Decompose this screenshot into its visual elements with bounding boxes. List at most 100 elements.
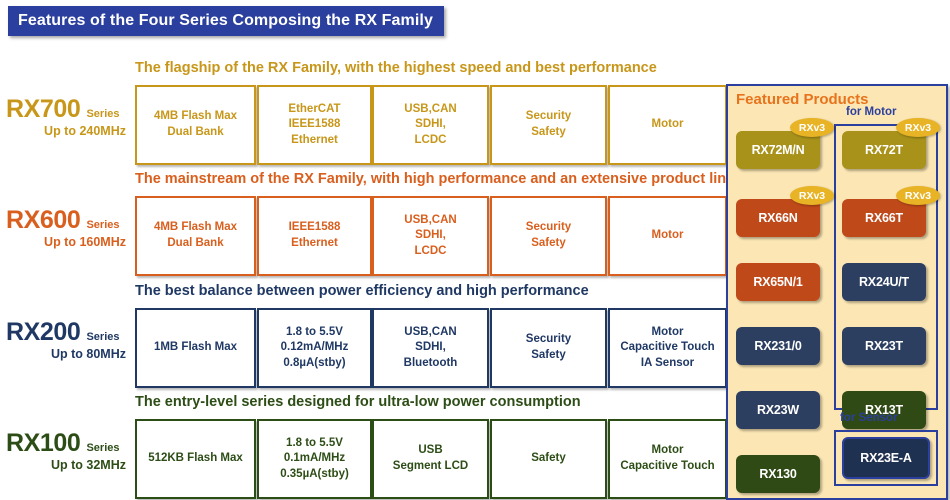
series-speed: Up to 80MHz — [51, 347, 126, 362]
rxv3-badge: RXv3 — [790, 118, 834, 137]
feature-box-rx200-1: 1MB Flash Max — [135, 308, 256, 388]
product-chip-RX130[interactable]: RX130 — [736, 455, 820, 493]
product-chip-RX13T[interactable]: RX13T — [842, 391, 926, 429]
feature-line: Bluetooth — [403, 356, 458, 369]
feature-line: 0.1mA/MHz — [283, 452, 346, 465]
feature-line: SDHI, — [415, 229, 446, 242]
feature-line: 1MB Flash Max — [153, 341, 238, 354]
feature-line: Security — [525, 333, 572, 346]
feature-line: 1.8 to 5.5V — [286, 436, 343, 449]
feature-box-rx600-5: Motor — [608, 196, 727, 276]
page-title-banner: Features of the Four Series Composing th… — [8, 6, 444, 36]
series-label-rx200: RX200 Series Up to 80MHz — [0, 318, 128, 362]
product-chip-RX72T[interactable]: RX72T — [842, 131, 926, 169]
feature-line: Safety — [531, 349, 566, 361]
feature-line: LCDC — [414, 133, 447, 146]
feature-line: Motor — [651, 444, 684, 457]
product-chip-RX23T[interactable]: RX23T — [842, 327, 926, 365]
feature-line: USB,CAN — [404, 102, 457, 115]
product-chip-RX72M-N[interactable]: RX72M/N — [736, 131, 820, 169]
feature-line: EtherCAT — [288, 102, 341, 115]
feature-line: 4MB Flash Max — [153, 110, 238, 123]
feature-line: Safety — [531, 237, 566, 249]
feature-line: 1.8 to 5.5V — [286, 325, 343, 338]
featured-products-title: Featured Products — [736, 91, 869, 108]
series-name-line: RX700 Series — [0, 95, 128, 123]
feature-box-text: 512KB Flash Max — [148, 451, 243, 467]
product-chip-RX24U-T[interactable]: RX24U/T — [842, 263, 926, 301]
product-chip-RX65N-1[interactable]: RX65N/1 — [736, 263, 820, 301]
feature-box-rx700-3: USB,CAN SDHI, LCDC — [372, 85, 489, 165]
feature-line: SDHI, — [415, 118, 446, 131]
feature-box-text: USB,CAN SDHI, LCDC — [404, 102, 456, 149]
rxv3-badge: RXv3 — [896, 118, 940, 137]
feature-line: Dual Bank — [167, 237, 224, 249]
feature-line: Capacitive Touch — [620, 460, 715, 472]
feature-line: IA Sensor — [640, 356, 695, 369]
series-label-rx700: RX700 Series Up to 240MHz — [0, 95, 128, 139]
series-name-line: RX600 Series — [0, 206, 128, 234]
feature-line: Motor — [651, 118, 684, 131]
series-word: Series — [86, 219, 120, 231]
feature-box-text: Safety — [531, 451, 566, 467]
feature-line: IEEE1588 — [288, 118, 341, 131]
series-caption-rx100: The entry-level series designed for ultr… — [135, 394, 581, 410]
series-name: RX700 — [6, 95, 81, 123]
feature-box-text: 1MB Flash Max — [154, 340, 237, 356]
series-name-line: RX200 Series — [0, 318, 128, 346]
series-word: Series — [86, 442, 120, 454]
series-speed: Up to 240MHz — [44, 124, 126, 139]
feature-line: USB,CAN — [404, 325, 457, 338]
series-caption-rx700: The flagship of the RX Family, with the … — [135, 60, 657, 76]
series-caption-rx600: The mainstream of the RX Family, with hi… — [135, 171, 752, 187]
product-chip-RX66N[interactable]: RX66N — [736, 199, 820, 237]
product-chip-RX66T[interactable]: RX66T — [842, 199, 926, 237]
series-caption-rx200: The best balance between power efficienc… — [135, 283, 589, 299]
series-speed: Up to 32MHz — [51, 458, 126, 473]
feature-line: Dual Bank — [167, 126, 224, 138]
product-chip-RX23E-A[interactable]: RX23E-A — [842, 437, 930, 479]
product-chip-RX231-0[interactable]: RX231/0 — [736, 327, 820, 365]
series-name: RX600 — [6, 206, 81, 234]
series-word: Series — [86, 331, 120, 343]
feature-box-text: Motor — [652, 228, 684, 244]
feature-line: 0.12mA/MHz — [280, 341, 349, 354]
feature-line: USB — [418, 444, 443, 457]
series-word: Series — [86, 108, 120, 120]
feature-line: IEEE1588 — [288, 221, 341, 234]
feature-line: 512KB Flash Max — [148, 452, 243, 465]
feature-line: LCDC — [414, 244, 447, 257]
subhead-for-sensor: for Sensor — [840, 412, 898, 424]
feature-line: Motor — [651, 325, 684, 338]
feature-box-rx100-4: Safety — [490, 419, 607, 499]
series-name: RX200 — [6, 318, 81, 346]
rxv3-badge: RXv3 — [790, 186, 834, 205]
series-speed: Up to 160MHz — [44, 235, 126, 250]
product-chip-RX23W[interactable]: RX23W — [736, 391, 820, 429]
